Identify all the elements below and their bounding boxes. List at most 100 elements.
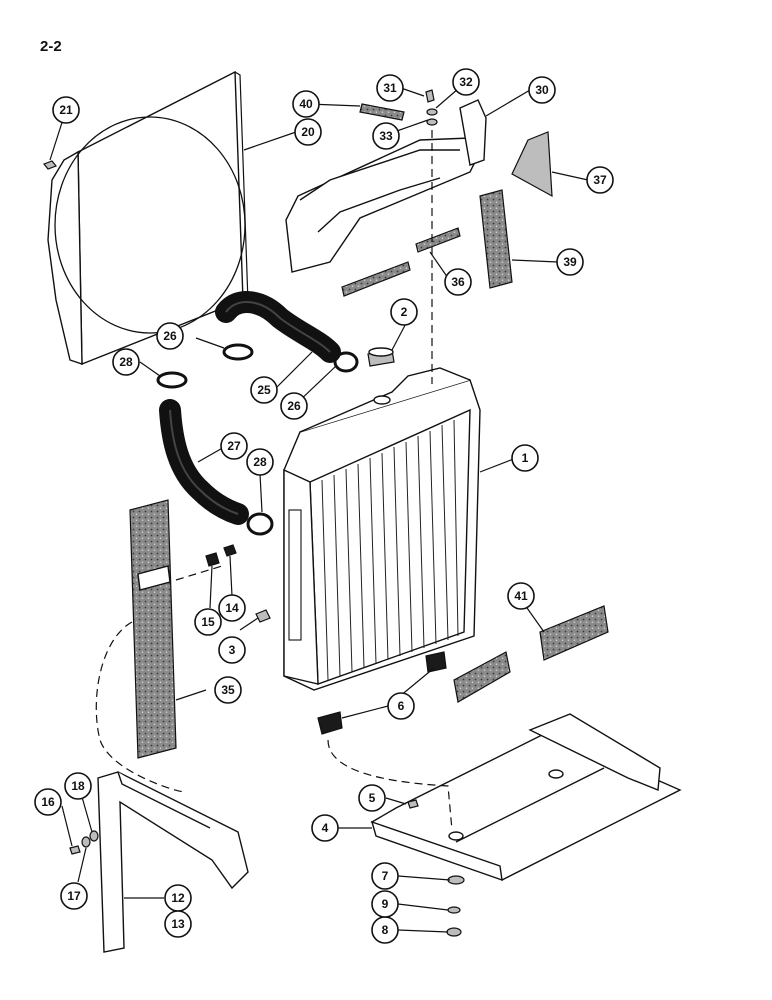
foam-column-35 [129, 499, 177, 759]
washer-9 [447, 906, 461, 914]
svg-text:26: 26 [163, 329, 177, 343]
foam-strips-36 [341, 227, 461, 297]
svg-text:39: 39 [563, 255, 577, 269]
callout-17: 17 [60, 882, 88, 910]
callout-20: 20 [294, 118, 322, 146]
svg-text:21: 21 [59, 103, 73, 117]
foam-strips-41 [453, 605, 609, 703]
svg-text:28: 28 [119, 355, 133, 369]
upper-hose [215, 291, 341, 363]
svg-text:4: 4 [322, 821, 329, 835]
fitting-15 [205, 552, 220, 567]
callout-12: 12 [164, 884, 192, 912]
svg-text:8: 8 [382, 923, 389, 937]
callout-16: 16 [34, 788, 62, 816]
callout-9: 9 [371, 890, 399, 918]
base-support [370, 713, 682, 882]
callout-39: 39 [556, 248, 584, 276]
svg-text:36: 36 [451, 275, 465, 289]
washers-32-33 [426, 108, 438, 126]
hose-clamp-28a [156, 371, 188, 389]
foam-strip-40 [359, 103, 405, 121]
radiator-core [283, 367, 481, 691]
callout-26b: 26 [280, 392, 308, 420]
hose-clamp-26b [333, 351, 359, 373]
svg-text:26: 26 [287, 399, 301, 413]
svg-text:15: 15 [201, 615, 215, 629]
bolt-31 [425, 89, 435, 103]
fan-shroud [47, 70, 249, 366]
svg-text:40: 40 [299, 97, 313, 111]
callout-21: 21 [52, 96, 80, 124]
mounting-bracket [97, 771, 249, 953]
bolt-16 [69, 845, 81, 855]
callout-14: 14 [218, 594, 246, 622]
svg-text:6: 6 [398, 699, 405, 713]
callout-31: 31 [376, 74, 404, 102]
callout-3: 3 [218, 636, 246, 664]
svg-text:17: 17 [67, 889, 81, 903]
svg-text:2: 2 [401, 305, 408, 319]
washer-7 [447, 875, 465, 885]
callout-1: 1 [511, 444, 539, 472]
leader-lines [49, 81, 589, 933]
wedge-37 [511, 131, 553, 198]
svg-text:27: 27 [227, 439, 241, 453]
svg-text:20: 20 [301, 125, 315, 139]
callout-33: 33 [372, 122, 400, 150]
callout-4: 4 [311, 814, 339, 842]
callout-28a: 28 [112, 348, 140, 376]
callout-30: 30 [528, 76, 556, 104]
nut-8 [446, 927, 462, 937]
washer-17-18 [81, 830, 99, 848]
svg-text:9: 9 [382, 897, 389, 911]
svg-text:37: 37 [593, 173, 607, 187]
svg-text:14: 14 [225, 601, 239, 615]
svg-text:13: 13 [171, 917, 185, 931]
foam-pad-39 [479, 189, 513, 289]
bolt-5 [407, 799, 419, 809]
svg-text:1: 1 [522, 451, 529, 465]
callout-35: 35 [214, 676, 242, 704]
svg-text:16: 16 [41, 795, 55, 809]
callout-25: 25 [250, 376, 278, 404]
rubber-mount-6a [317, 711, 343, 735]
callout-28b: 28 [246, 448, 274, 476]
callout-41: 41 [507, 582, 535, 610]
bolt-21 [43, 160, 57, 170]
callout-32: 32 [452, 68, 480, 96]
callout-13: 13 [164, 910, 192, 938]
svg-text:18: 18 [71, 779, 85, 793]
svg-text:25: 25 [257, 383, 271, 397]
svg-text:12: 12 [171, 891, 185, 905]
callout-2: 2 [390, 298, 418, 326]
callout-7: 7 [371, 862, 399, 890]
callout-6: 6 [387, 692, 415, 720]
callout-37: 37 [586, 166, 614, 194]
radiator-fins [321, 419, 459, 681]
assembly-lines [95, 130, 453, 831]
hose-clamp-28b [246, 512, 274, 536]
svg-text:28: 28 [253, 455, 267, 469]
svg-text:7: 7 [382, 869, 389, 883]
svg-text:31: 31 [383, 81, 397, 95]
svg-text:30: 30 [535, 83, 549, 97]
hose-clamp-26a [222, 343, 254, 361]
page-number: 2-2 [40, 38, 62, 55]
callout-27: 27 [220, 432, 248, 460]
radiator-cap [367, 347, 395, 367]
callout-26a: 26 [156, 322, 184, 350]
callout-36: 36 [444, 268, 472, 296]
callout-15: 15 [194, 608, 222, 636]
svg-text:33: 33 [379, 129, 393, 143]
callout-8: 8 [371, 916, 399, 944]
callout-40: 40 [292, 90, 320, 118]
callout-18: 18 [64, 772, 92, 800]
svg-text:3: 3 [229, 643, 236, 657]
callout-5: 5 [358, 784, 386, 812]
svg-text:32: 32 [459, 75, 473, 89]
svg-text:5: 5 [369, 791, 376, 805]
rubber-mount-6b [425, 651, 447, 673]
drain-valve-3 [255, 609, 271, 623]
